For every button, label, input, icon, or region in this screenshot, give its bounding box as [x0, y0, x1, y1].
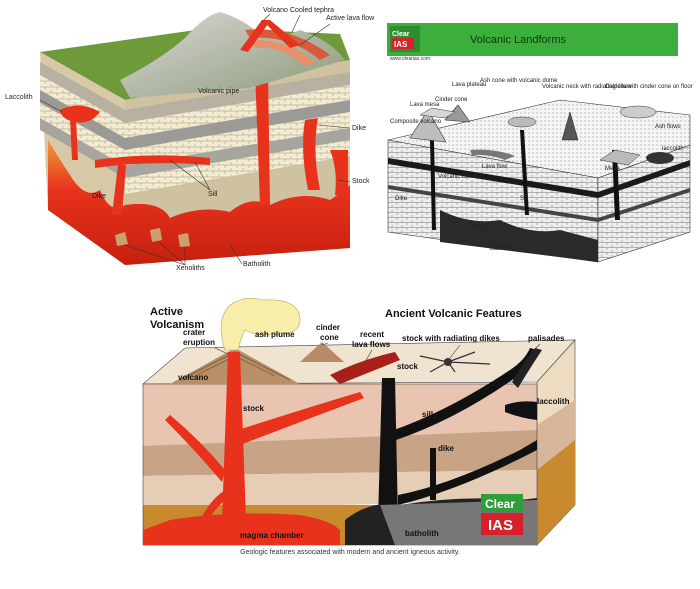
label-cinder-cone-line1: cinder [316, 323, 340, 332]
label-volcano: Volcano [263, 7, 288, 14]
active-volcanism-title-line1: Active [150, 306, 183, 318]
ash-cone [507, 116, 537, 128]
label-sill: sill [422, 410, 433, 419]
label-crater-line1: crater [183, 328, 205, 337]
recent-lava-flows [330, 352, 400, 384]
label-ash-plume: ash plume [255, 330, 295, 339]
label-dike-left: Dike [92, 193, 106, 200]
label-lava-flow: Lava flow [482, 164, 508, 170]
volcanic-neck [561, 111, 579, 141]
badge-top: Clear [485, 497, 515, 511]
label-stock-radiating: stock with radiating dikes [402, 334, 500, 343]
palisades [512, 348, 542, 388]
top-left-labels: Volcano Cooled tephra Active lava flow L… [5, 7, 375, 272]
ancient-features-title: Ancient Volcanic Features [385, 308, 522, 320]
label-dike-right: Dike [352, 125, 366, 132]
clear-ias-badge: Clear IAS [481, 494, 523, 535]
label-active-lava-flow: Active lava flow [326, 15, 375, 22]
label-crater-line2: eruption [183, 338, 215, 347]
banner-title: Volcanic Landforms [470, 34, 566, 46]
label-lava-mesa: Lava mesa [410, 102, 440, 108]
top-right-labels: Lava plateau Ash cone with volcanic dome… [390, 78, 693, 252]
radiating-dikes [419, 351, 491, 373]
label-caldera: Caldera with cinder cone on floor [605, 84, 693, 90]
stock-intrusion [330, 150, 348, 195]
label-xenoliths: Xenoliths [176, 265, 205, 272]
xenolith [115, 232, 128, 246]
caldera [619, 105, 657, 119]
banner-bar [387, 23, 678, 56]
dike-right [303, 118, 320, 190]
label-cinder-cone-line2: cone [320, 333, 339, 342]
black-laccolith [505, 401, 537, 420]
top-right-banner: Clear IAS Volcanic Landforms www.clearia… [387, 23, 678, 62]
batholith-dark [440, 210, 598, 262]
dike-left [112, 165, 126, 215]
magma-chamber [143, 513, 340, 545]
black-stock [378, 378, 398, 520]
label-recent-line2: lava flows [352, 340, 391, 349]
top-right-block-diagram [387, 99, 691, 263]
label-volcanic-conduit: Volcanic conduit [438, 174, 482, 180]
label-magma-chamber: magma chamber [240, 531, 304, 540]
cinder-cone [300, 342, 344, 362]
label-batholith: batholith [405, 529, 439, 538]
xenolith [178, 233, 190, 247]
sill-intrusion [95, 155, 210, 168]
figure-caption: Geologic features associated with modern… [240, 549, 460, 556]
label-composite-volcano: Composite volcano [390, 119, 442, 125]
volcanic-pipe [255, 70, 270, 205]
volcanic-conduit [430, 140, 436, 230]
label-cinder-cone: Cinder cone [435, 97, 468, 103]
banner-url: www.clearias.com [390, 56, 430, 62]
active-volcanism-title-line2: Volcanism [150, 319, 204, 331]
label-stock: Stock [352, 178, 370, 185]
label-ash-flows: Ash flows [655, 124, 681, 130]
mesa [599, 149, 641, 166]
composite-volcano [409, 109, 447, 143]
lava-mesa [419, 107, 456, 119]
label-palisades: palisades [528, 334, 565, 343]
label-lava-plateau: Lava plateau [452, 82, 486, 88]
label-mesa: Mesa [605, 166, 620, 172]
red-stock [222, 352, 246, 520]
tephra-bands [245, 29, 330, 60]
laccolith-intrusion [60, 105, 100, 123]
label-volcano: volcano [178, 373, 208, 382]
xenolith [150, 228, 162, 242]
volcano-mountain [120, 12, 345, 98]
banner-brand-bottom: IAS [394, 40, 408, 49]
label-stock-left: stock [243, 404, 264, 413]
label-laccolith: laccolith [537, 397, 570, 406]
banner-brand-top: Clear [392, 31, 410, 38]
label-volcanic-pipe: Volcanic pipe [198, 88, 239, 95]
label-batholith: Batholith [490, 246, 513, 252]
ash-plume [220, 298, 301, 351]
label-stock: Stock [470, 224, 486, 230]
label-ash-cone: Ash cone with volcanic dome [480, 78, 558, 84]
label-dike: dike [438, 444, 455, 453]
label-dike: Dike [395, 196, 408, 202]
top-left-block-diagram [40, 12, 350, 265]
label-recent-line1: recent [360, 330, 384, 339]
label-laccolith: laccolith [662, 146, 684, 152]
lava-flow [470, 149, 515, 160]
label-volcanic-neck: Volcanic neck with radiating dikes [542, 84, 631, 90]
bottom-labels: Active Volcanism Ancient Volcanic Featur… [150, 306, 570, 540]
label-stock-surface: stock [397, 362, 418, 371]
active-lava-flow [262, 20, 300, 48]
label-batholith: Batholith [243, 261, 270, 268]
label-laccolith: Laccolith [5, 94, 33, 101]
badge-bottom: IAS [488, 517, 513, 534]
label-sill: Sill [208, 191, 218, 198]
label-cooled-tephra: Cooled tephra [290, 7, 334, 14]
black-sill [394, 348, 537, 440]
laccolith-dark [646, 152, 674, 164]
label-sill: Sill [520, 196, 528, 202]
